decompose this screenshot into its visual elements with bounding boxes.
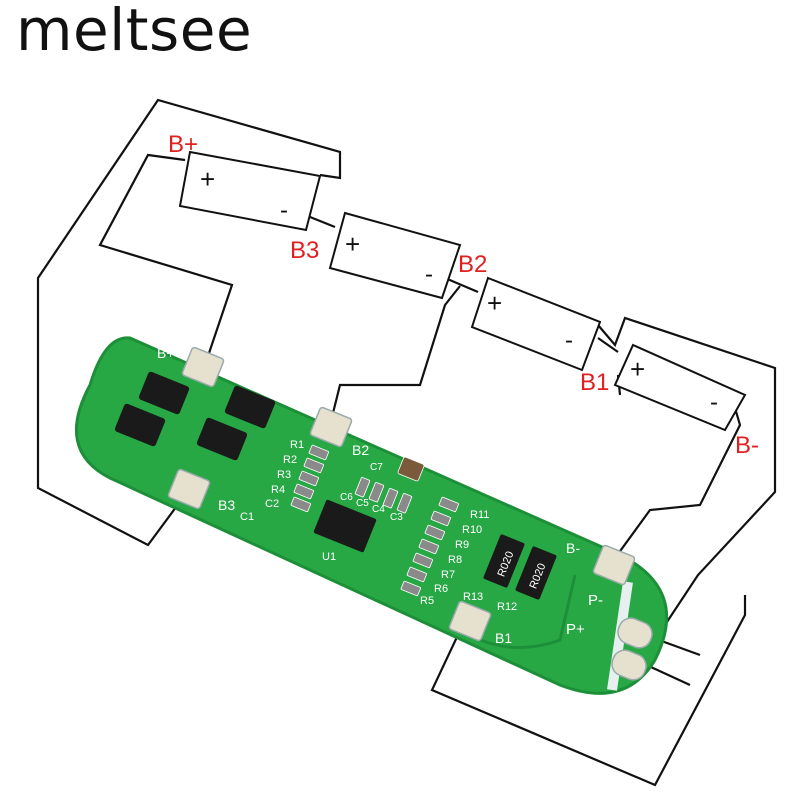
terminal-label-b1: B1: [580, 369, 609, 396]
pad-b2: [309, 406, 353, 448]
terminal-label-b-minus: B-: [735, 432, 759, 459]
mosfet-3: [224, 385, 276, 429]
silk-r3: R3: [277, 469, 291, 481]
pad-p-minus: [617, 617, 653, 649]
pad-p-plus: [611, 649, 647, 681]
silk-r7: R7: [441, 569, 455, 581]
wire-b-minus: [609, 407, 742, 566]
cell-1-negative: -: [280, 197, 288, 224]
silk-r8: R8: [448, 554, 462, 566]
mosfet-2: [114, 403, 166, 447]
shunt-resistor-1: [483, 534, 525, 588]
cell-4-negative: -: [710, 389, 718, 416]
controller-ic: [313, 499, 377, 553]
mosfet-4: [196, 417, 248, 461]
silk-r1: R1: [290, 439, 304, 451]
silk-c1: C1: [240, 511, 254, 523]
silk-b1: B1: [495, 630, 512, 646]
silk-r2: R2: [283, 454, 297, 466]
silk-b-plus: B+: [157, 345, 175, 361]
battery-cell-3: + -: [470, 276, 602, 372]
pad-b-plus: [181, 346, 225, 388]
battery-cell-1: + -: [178, 150, 322, 232]
silk-r11: R11: [470, 509, 489, 521]
terminal-label-b2: B2: [458, 251, 487, 278]
mosfets: [114, 371, 276, 461]
cell-4-positive: +: [630, 354, 645, 384]
cell-2-positive: +: [345, 229, 360, 259]
silk-b2: B2: [352, 442, 369, 458]
mosfet-1: [138, 371, 190, 415]
silk-r4: R4: [271, 484, 285, 496]
pcb-board: R020 R020: [74, 336, 669, 695]
pcb-pads: [167, 346, 653, 681]
silk-p-plus: P+: [566, 621, 585, 638]
silk-c2: C2: [265, 498, 279, 510]
cell-3-positive: +: [487, 288, 502, 318]
silk-c5: C5: [356, 498, 369, 509]
silk-r6: R6: [434, 583, 448, 595]
terminal-label-b3: B3: [290, 237, 319, 264]
silk-c3: C3: [390, 512, 403, 523]
silk-c7: C7: [370, 462, 383, 473]
cell-2-negative: -: [425, 261, 433, 288]
silk-r12: R12: [497, 601, 517, 613]
shunt-resistor-2: [515, 546, 557, 600]
smd-components: [290, 444, 459, 597]
wire-cell2-cell3: [444, 276, 479, 294]
silk-r10: R10: [462, 524, 482, 536]
battery-cell-2: + -: [328, 211, 462, 300]
silkscreen: B+ B2 B3 B1 B- P- P+ U1 R1 R2 R3 R4 C2 C…: [157, 345, 603, 646]
pad-b1: [448, 600, 492, 642]
silk-r9: R9: [455, 539, 469, 551]
shunt-resistors: R020 R020: [483, 534, 557, 600]
wire-cell3-cell4: [597, 337, 619, 353]
silk-u1: U1: [322, 551, 336, 563]
silk-b-minus: B-: [566, 540, 580, 556]
brand-watermark: meltsee: [16, 0, 253, 64]
battery-cell-4: + -: [613, 343, 747, 432]
terminal-label-b-plus: B+: [168, 131, 198, 158]
silk-c6: C6: [340, 492, 353, 503]
wire-b2-pad: [328, 285, 461, 426]
pad-b3: [167, 468, 211, 510]
silk-b3: B3: [218, 497, 235, 513]
cell-1-positive: +: [200, 164, 215, 194]
wire-b-plus: [98, 153, 234, 366]
wire-b1-bottom: [430, 595, 747, 787]
pad-b-minus: [592, 544, 636, 586]
silk-p-minus: P-: [588, 592, 603, 609]
wire-b1-loop: [597, 316, 777, 641]
cell-3-negative: -: [565, 327, 573, 354]
silk-c4: C4: [372, 504, 385, 515]
wire-outer-loop: [36, 98, 342, 547]
silk-r5: R5: [420, 595, 434, 607]
silk-r13: R13: [463, 591, 483, 603]
